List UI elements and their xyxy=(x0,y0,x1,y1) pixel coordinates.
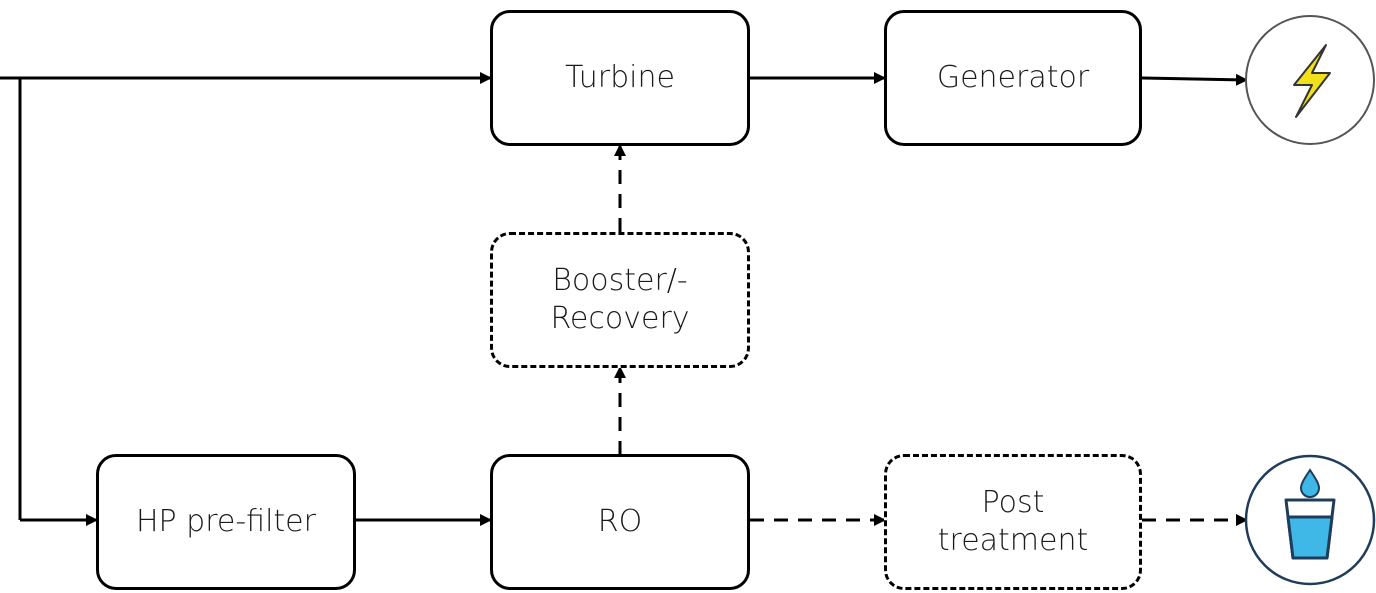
ro-label: RO xyxy=(597,504,643,539)
power-output-icon xyxy=(1245,15,1375,145)
turbine-box: Turbine xyxy=(490,10,750,146)
post-label-line1: Post xyxy=(981,485,1045,520)
ro-box: RO xyxy=(490,454,750,590)
water-output-icon xyxy=(1244,454,1376,586)
lightning-bolt-icon xyxy=(1293,44,1331,118)
turbine-label: Turbine xyxy=(565,60,675,95)
generator-box: Generator xyxy=(884,10,1142,146)
post-label-line2: treatment xyxy=(937,523,1089,558)
hp-prefilter-box: HP pre-filter xyxy=(96,454,356,590)
post-treatment-box: Post treatment xyxy=(884,454,1142,590)
generator-label: Generator xyxy=(936,60,1090,95)
booster-recovery-box: Booster/- Recovery xyxy=(490,232,750,368)
booster-label-line2: Recovery xyxy=(550,301,690,336)
booster-label-line1: Booster/- xyxy=(552,263,688,298)
prefilter-label: HP pre-filter xyxy=(136,504,316,539)
arrow-generator-to-power xyxy=(1141,73,1248,86)
water-drop-icon xyxy=(1299,468,1321,498)
